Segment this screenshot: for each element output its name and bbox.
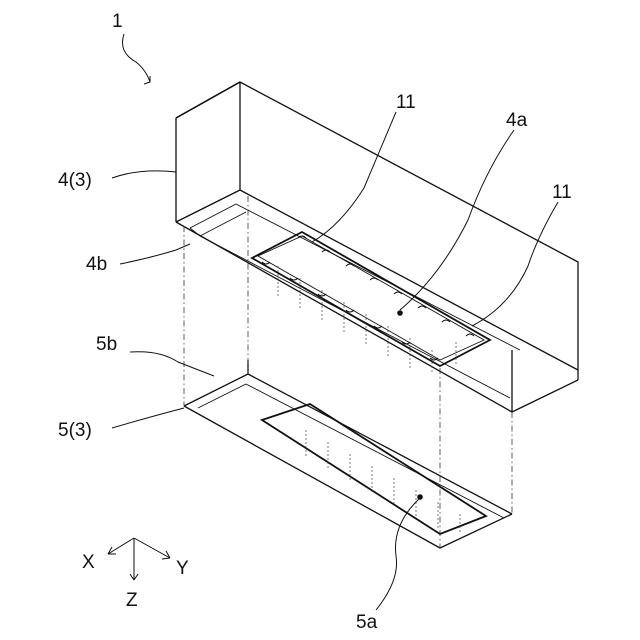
- label-lower-step: 5b: [96, 334, 117, 355]
- axis-label-y: Y: [176, 558, 189, 579]
- axis-triad: X Y Z: [82, 538, 189, 611]
- label-assembly: 1: [112, 11, 123, 32]
- axis-label-z: Z: [126, 590, 138, 611]
- axis-label-x: X: [82, 552, 95, 573]
- upper-case: [176, 82, 578, 412]
- label-lower-case: 5(3): [58, 420, 92, 441]
- label-lower-opening: 5a: [356, 612, 378, 633]
- lower-case: [184, 360, 512, 548]
- alignment-lines: [184, 196, 512, 548]
- opening-center-dot: [397, 310, 403, 316]
- label-upper-step: 4b: [86, 254, 107, 275]
- reference-labels: 1 4(3) 11 4a 11 4b 5b 5(3) 5a: [58, 11, 572, 633]
- lower-opening-dot: [417, 494, 423, 500]
- label-upper-case: 4(3): [58, 170, 92, 191]
- label-seal-left: 11: [396, 92, 416, 113]
- label-upper-opening: 4a: [506, 110, 528, 131]
- label-seal-right: 11: [552, 182, 572, 203]
